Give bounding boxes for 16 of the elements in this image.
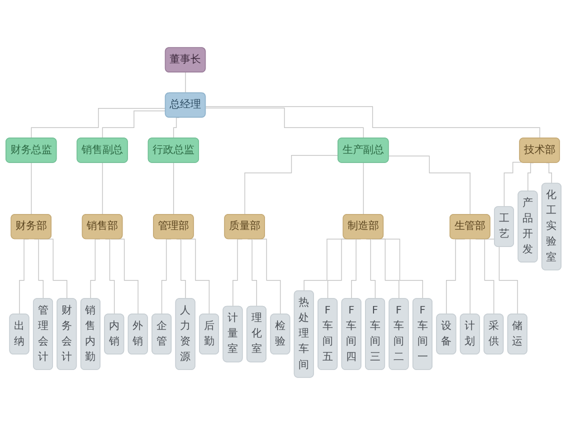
connector [205, 106, 540, 139]
connector [388, 156, 471, 216]
connector [205, 108, 364, 139]
connector [185, 72, 186, 94]
connector [470, 238, 471, 315]
connector [504, 162, 522, 208]
connector [244, 155, 339, 216]
connector [528, 162, 534, 192]
connector [102, 110, 166, 139]
connector [363, 162, 364, 216]
connector [546, 162, 552, 184]
connector [173, 117, 180, 139]
connector [30, 162, 32, 216]
connector [173, 162, 174, 216]
connector [102, 162, 104, 216]
connector [30, 108, 166, 139]
